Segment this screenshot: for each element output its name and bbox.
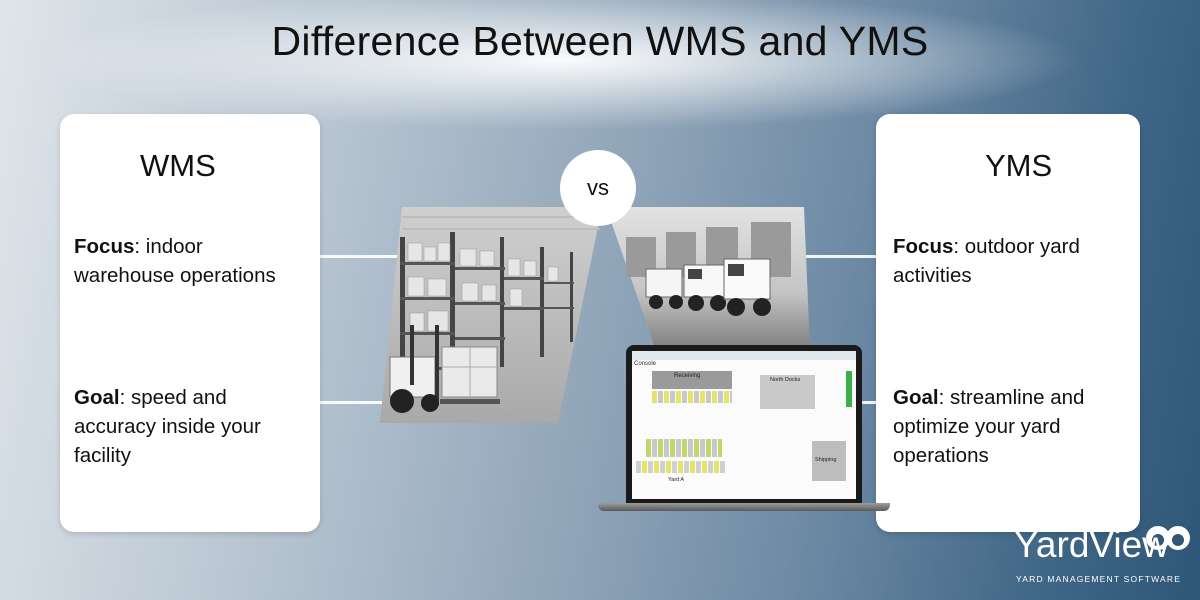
- trucks-photo: [606, 207, 810, 350]
- yms-heading: YMS: [985, 148, 1053, 183]
- wms-card: [60, 114, 320, 532]
- goal-text: : speed and: [119, 386, 227, 409]
- connector-line: [318, 255, 408, 258]
- connector-line: [318, 401, 388, 404]
- goal-label: Goal: [893, 386, 939, 409]
- receiving-area: [652, 371, 732, 389]
- goal-label: Goal: [74, 386, 120, 409]
- page-title: Difference Between WMS and YMS: [271, 18, 929, 64]
- logo-tagline: YARD MANAGEMENT SOFTWARE: [1016, 574, 1182, 584]
- binoculars-icon: [1146, 526, 1190, 550]
- goal-text-line2: accuracy inside your: [74, 415, 261, 438]
- laptop-screen: Console Receiving North Docks Yard A Shi…: [632, 351, 856, 499]
- focus-label: Focus: [74, 235, 135, 258]
- shipping-area: [812, 441, 846, 481]
- wms-goal: Goal: speed and accuracy inside your fac…: [74, 383, 319, 470]
- status-bar: [846, 371, 852, 407]
- receiving-label: Receiving: [674, 373, 701, 379]
- yard-slots-row2: [636, 461, 726, 473]
- focus-text-line2: activities: [893, 264, 972, 287]
- yardview-logo: YardView YARD MANAGEMENT SOFTWARE: [1014, 520, 1194, 590]
- yard-slots: [646, 439, 722, 457]
- focus-text: : indoor: [134, 235, 203, 258]
- console-label: Console: [634, 361, 657, 367]
- warehouse-photo: [380, 207, 602, 423]
- focus-label: Focus: [893, 235, 954, 258]
- wms-focus: Focus: indoor warehouse operations: [74, 232, 319, 290]
- yms-goal: Goal: streamline and optimize your yard …: [893, 383, 1138, 470]
- goal-text-line2: optimize your yard: [893, 415, 1061, 438]
- receiving-slots: [652, 391, 732, 403]
- logo-wordmark: YardView: [1014, 524, 1169, 565]
- yms-card: [876, 114, 1140, 532]
- yard-label: Yard A: [668, 477, 685, 483]
- goal-text-line3: operations: [893, 444, 989, 467]
- laptop: Console Receiving North Docks Yard A Shi…: [598, 345, 890, 515]
- laptop-base: [598, 503, 890, 511]
- north-docks-area: [760, 375, 815, 409]
- focus-text: : outdoor yard: [953, 235, 1080, 258]
- goal-text: : streamline and: [938, 386, 1085, 409]
- shipping-label: Shipping: [815, 457, 837, 463]
- connector-line: [800, 255, 880, 258]
- focus-text-line2: warehouse operations: [74, 264, 276, 287]
- north-docks-label: North Docks: [770, 377, 801, 383]
- vs-badge: vs: [560, 150, 636, 226]
- yms-focus: Focus: outdoor yard activities: [893, 232, 1138, 290]
- connector-line: [862, 401, 882, 404]
- toolbar: [632, 351, 856, 360]
- goal-text-line3: facility: [74, 444, 131, 467]
- wms-heading: WMS: [140, 148, 216, 183]
